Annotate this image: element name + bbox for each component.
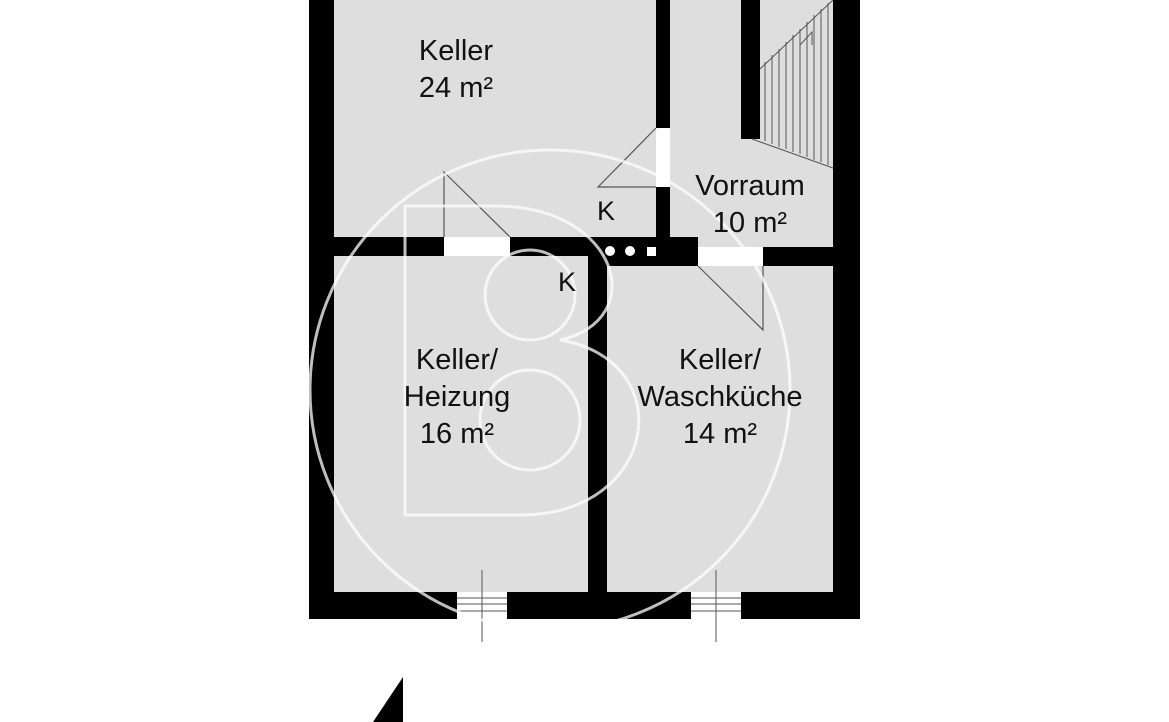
walls [309, 0, 860, 619]
wall-mid-right [763, 247, 833, 266]
wall-vorraum-bottom [670, 247, 698, 266]
watermark-logo [308, 148, 792, 632]
stair-arrow [799, 30, 813, 46]
wall-bottom-left [309, 592, 457, 619]
floor-keller [334, 0, 656, 237]
wall-left [309, 0, 334, 619]
duct-dot [625, 246, 635, 256]
chimney-dots [605, 246, 656, 256]
floor-heizung [334, 256, 588, 592]
duct-dot [605, 246, 615, 256]
north-arrow-icon [373, 677, 403, 722]
wall-stair [741, 0, 760, 139]
room-label-vorraum: Vorraum 10 m² [695, 170, 805, 239]
wall-keller-right [656, 0, 670, 128]
room-label-keller-heizung: Keller/ Heizung 16 m² [403, 344, 511, 450]
marker-k-heizung: K [558, 267, 577, 297]
wall-divider [588, 256, 607, 619]
duct-square [647, 247, 656, 256]
door-waschkueche [697, 265, 764, 332]
room-label-keller-waschkueche: Keller/ Waschküche 14 m² [637, 344, 803, 450]
door-vorraum [596, 127, 657, 188]
wall-mid-left [334, 237, 444, 256]
room-label-keller: Keller 24 m² [418, 35, 494, 104]
wall-bottom-right [741, 592, 860, 619]
door-swings [443, 127, 764, 332]
staircase [751, 0, 834, 169]
wall-vorraum-post [656, 187, 670, 256]
floor-waschkueche [607, 266, 833, 592]
windows [457, 570, 741, 642]
wall-right [833, 0, 860, 619]
marker-k-vorraum: K [597, 196, 616, 226]
door-keller [443, 170, 511, 238]
